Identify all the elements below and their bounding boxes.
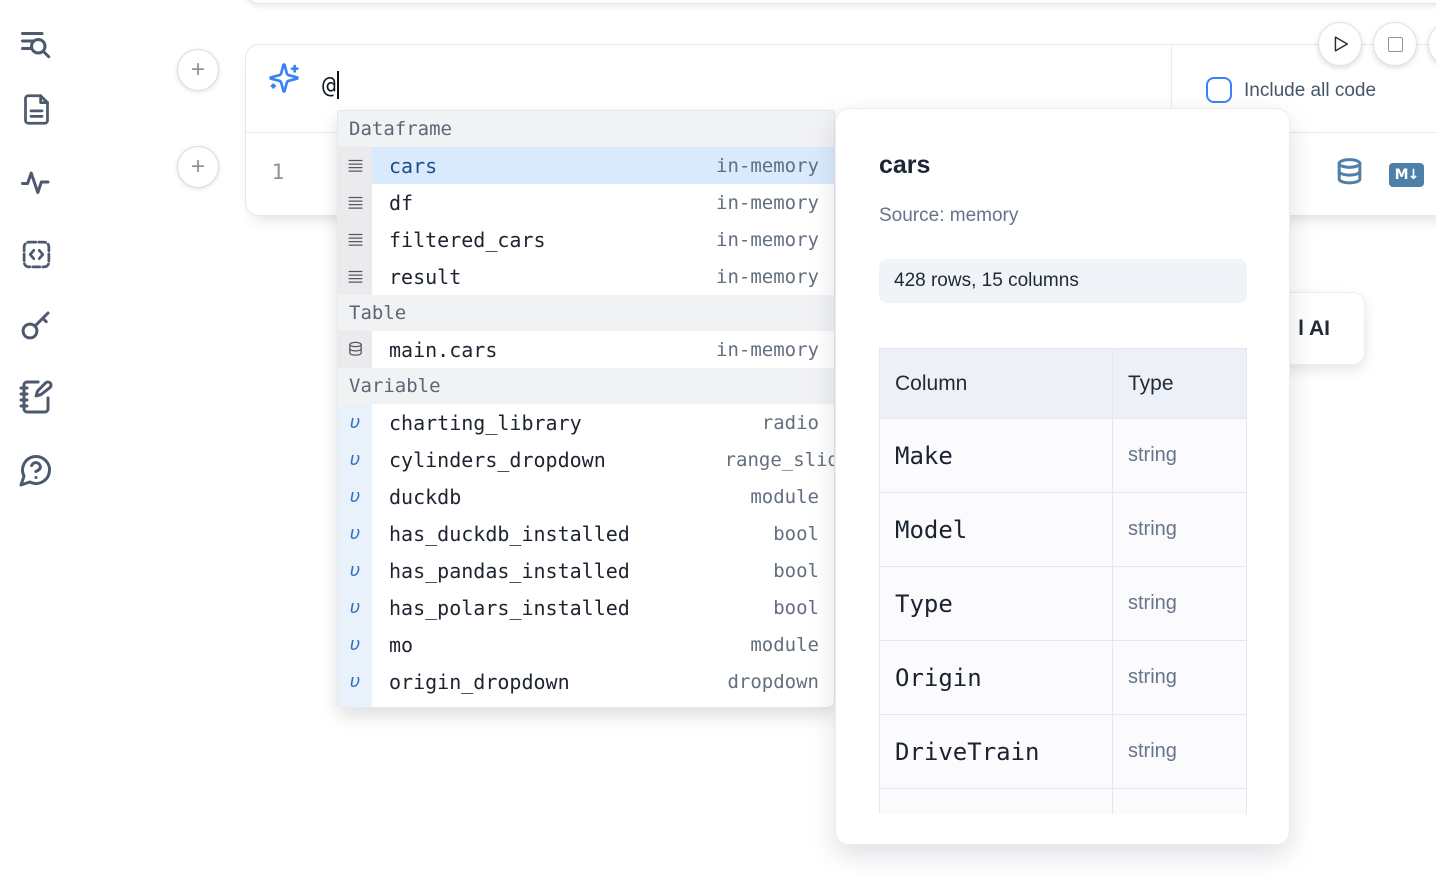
completion-item[interactable]: υpdmodule bbox=[338, 700, 834, 707]
sparkles-icon bbox=[269, 63, 299, 93]
stop-cell-button[interactable] bbox=[1373, 22, 1417, 66]
generate-ai-label: l AI bbox=[1298, 317, 1330, 340]
sidebar-item-help[interactable] bbox=[14, 448, 58, 492]
variable-icon: υ bbox=[338, 478, 372, 515]
help-bubble-icon bbox=[19, 454, 52, 487]
include-all-code-label: Include all code bbox=[1244, 80, 1377, 101]
variable-icon: υ bbox=[338, 404, 372, 441]
play-icon bbox=[1334, 36, 1349, 52]
run-cell-button[interactable] bbox=[1318, 22, 1362, 66]
sidebar-item-secrets[interactable] bbox=[14, 303, 58, 347]
preview-source: Source: memory bbox=[879, 205, 1019, 226]
code-editor-row[interactable]: 1 M↓ bbox=[246, 133, 1436, 216]
variable-icon: υ bbox=[338, 441, 372, 478]
convert-to-markdown-button[interactable]: M↓ bbox=[1389, 163, 1424, 187]
preview-shape-badge: 428 rows, 15 columns bbox=[879, 259, 1247, 303]
completion-section-header: Table bbox=[338, 295, 834, 331]
dataframe-preview-panel: cars Source: memory 428 rows, 15 columns… bbox=[835, 108, 1290, 845]
column-header: Column bbox=[879, 348, 1113, 419]
column-header: Type bbox=[1112, 348, 1247, 419]
completion-section-header: Variable bbox=[338, 368, 834, 404]
variable-icon: υ bbox=[338, 589, 372, 626]
ai-prompt-input[interactable]: @ bbox=[322, 71, 339, 99]
divider bbox=[1171, 45, 1172, 132]
sidebar-item-tracing[interactable] bbox=[14, 160, 58, 204]
stop-icon bbox=[1387, 36, 1403, 52]
dataframe-icon bbox=[338, 258, 372, 295]
file-text-icon bbox=[23, 93, 49, 125]
add-cell-button-top[interactable]: + bbox=[177, 49, 219, 91]
text-cursor bbox=[336, 71, 339, 99]
key-icon bbox=[21, 311, 50, 340]
preview-title: cars bbox=[879, 151, 931, 179]
sidebar-item-snippets[interactable] bbox=[14, 232, 58, 276]
database-icon bbox=[1337, 158, 1362, 185]
include-all-code-checkbox[interactable] bbox=[1206, 77, 1232, 103]
dataframe-icon bbox=[338, 147, 372, 184]
variable-icon: υ bbox=[338, 663, 372, 700]
variable-icon: υ bbox=[338, 515, 372, 552]
sidebar-item-search[interactable] bbox=[14, 22, 58, 66]
dataframe-icon bbox=[338, 221, 372, 258]
line-number: 1 bbox=[271, 160, 285, 184]
sidebar-item-files[interactable] bbox=[14, 87, 58, 131]
list-search-icon bbox=[21, 32, 51, 59]
add-cell-button-bottom[interactable]: + bbox=[177, 146, 219, 188]
variable-icon: υ bbox=[338, 700, 372, 707]
activity-icon bbox=[21, 171, 50, 194]
completion-section-header: Dataframe bbox=[338, 111, 834, 147]
table-row-partial bbox=[879, 788, 1247, 814]
code-square-icon bbox=[22, 240, 50, 268]
notebook-pen-icon bbox=[19, 380, 53, 414]
variable-icon: υ bbox=[338, 552, 372, 589]
table-database-icon bbox=[338, 331, 372, 368]
convert-to-sql-button[interactable] bbox=[1334, 157, 1365, 193]
previous-cell-edge bbox=[245, 0, 1436, 4]
variable-icon: υ bbox=[338, 626, 372, 663]
sidebar-item-scratchpad[interactable] bbox=[14, 375, 58, 419]
dataframe-icon bbox=[338, 184, 372, 221]
